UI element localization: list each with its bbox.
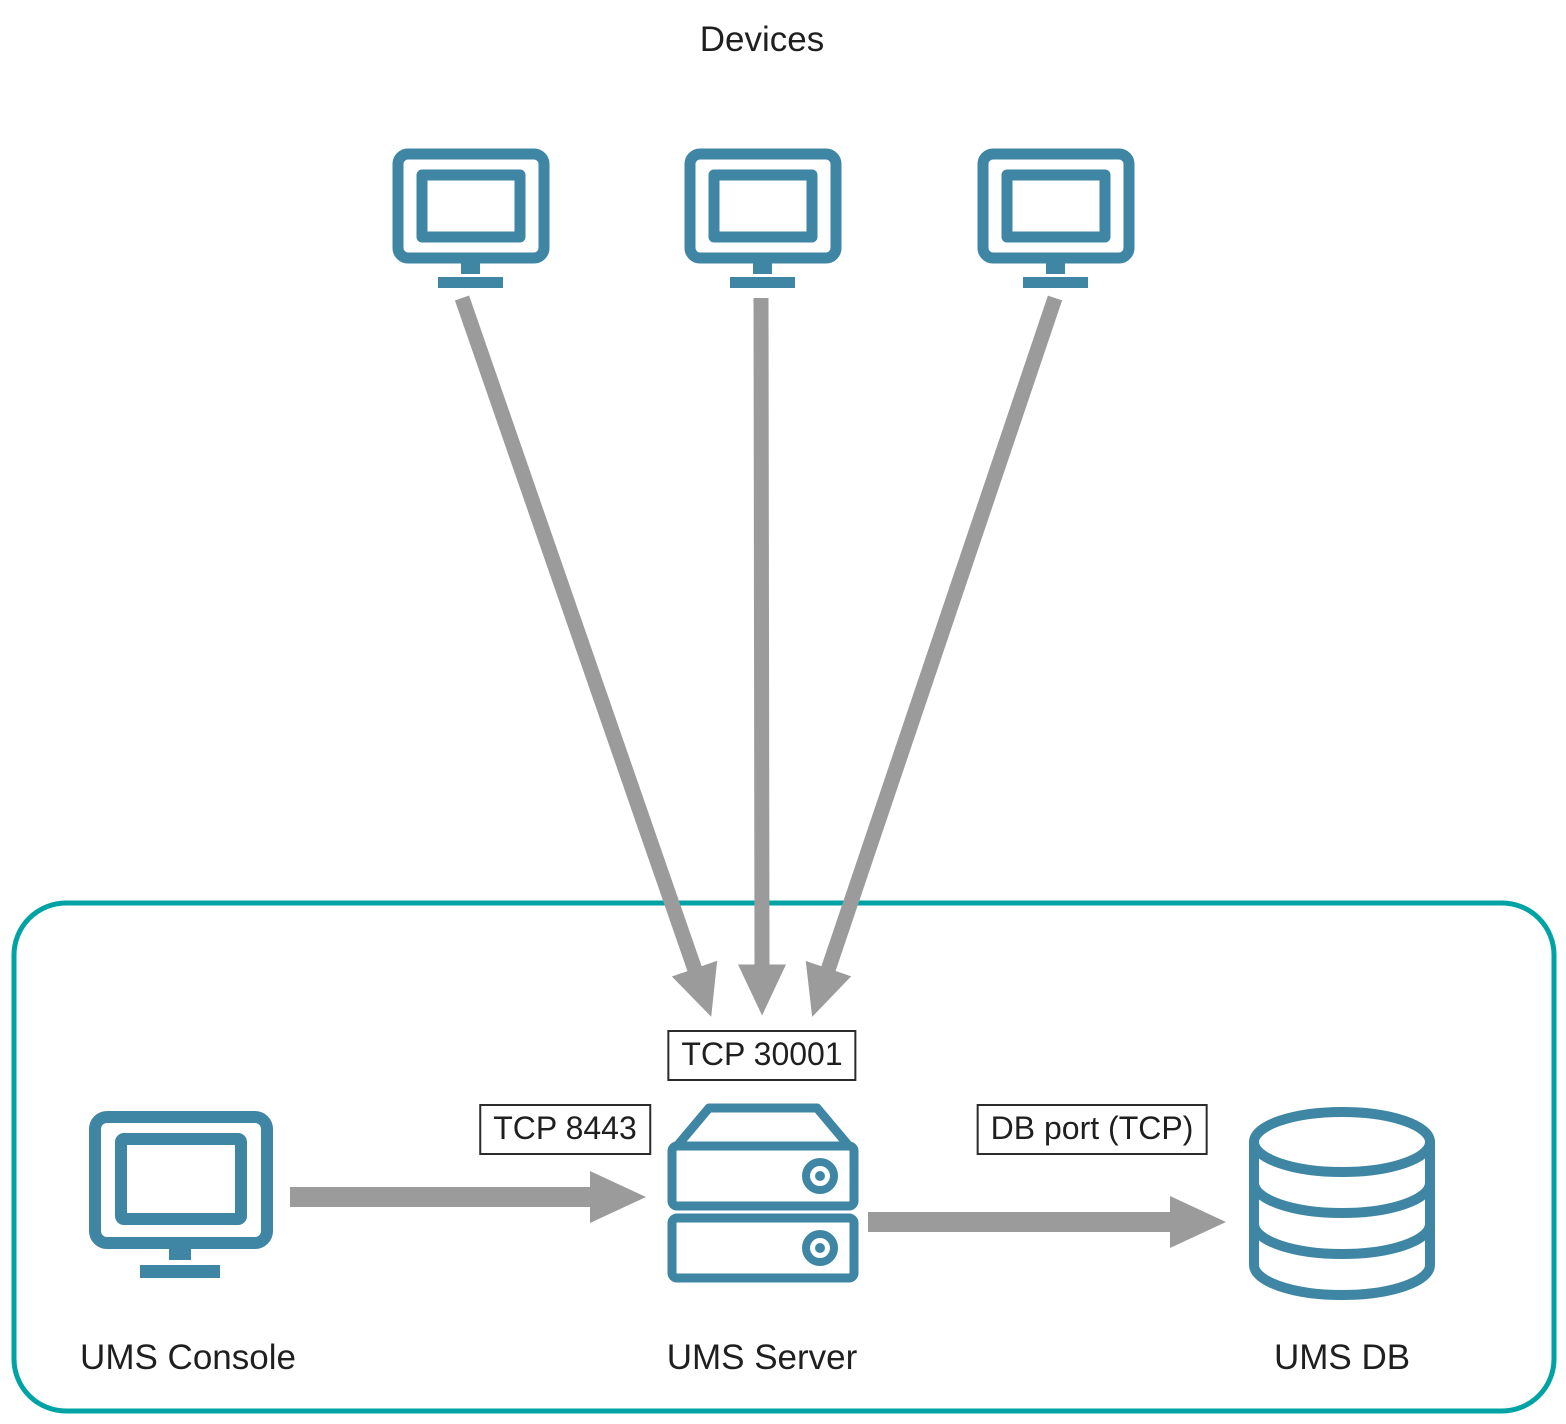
ums-server-label: UMS Server <box>666 1338 858 1377</box>
device-monitor-icon <box>392 148 550 288</box>
ums-console-label: UMS Console <box>80 1338 296 1377</box>
ums-boundary-box <box>11 900 1557 1414</box>
device-monitor-icon <box>684 148 842 288</box>
device-to-server-arrow <box>454 295 718 1017</box>
ums-console-icon <box>89 1111 273 1278</box>
port-label-tcp-30001: TCP 30001 <box>667 1030 857 1082</box>
ums-server-icon <box>667 1103 859 1283</box>
ums-db-label: UMS DB <box>1273 1338 1411 1377</box>
port-label-db-port: DB port (TCP) <box>976 1104 1208 1156</box>
device-monitor-icon <box>977 148 1135 288</box>
devices-group-title: Devices <box>699 20 825 59</box>
ums-db-icon <box>1249 1107 1435 1300</box>
port-label-tcp-8443: TCP 8443 <box>479 1104 651 1156</box>
device-to-server-arrow <box>737 297 786 1016</box>
device-to-server-arrow <box>805 295 1063 1017</box>
